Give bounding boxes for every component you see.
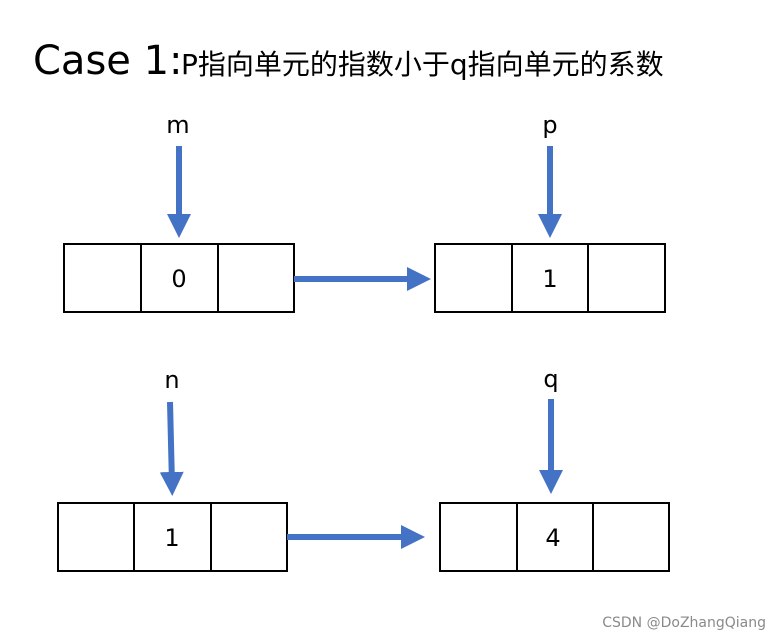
node-p: 1 — [434, 243, 666, 313]
node-q-cell-right — [592, 502, 670, 572]
node-m-cell-right — [217, 243, 295, 313]
pointer-q-label: q — [543, 365, 558, 393]
watermark: CSDN @DoZhangQiang — [602, 615, 766, 631]
pointer-p: p — [538, 111, 562, 238]
node-p-cell-middle — [511, 243, 589, 313]
node-q: 4 — [439, 502, 670, 572]
node-m-value: 0 — [171, 265, 186, 293]
node-n-value: 1 — [164, 524, 179, 552]
title-description: P指向单元的指数小于q指向单元的系数 — [181, 48, 664, 81]
pointer-m: m — [166, 111, 191, 238]
title: Case 1: P指向单元的指数小于q指向单元的系数 — [33, 38, 664, 84]
pointer-n-label: n — [164, 366, 179, 394]
node-q-cell-left — [439, 502, 518, 572]
pointer-q: q — [539, 365, 563, 494]
node-q-value: 4 — [545, 524, 560, 552]
node-n-cell-middle — [133, 502, 212, 572]
pointer-p-label: p — [542, 111, 557, 139]
node-m-cell-left — [63, 243, 142, 313]
pointer-n-arrow — [159, 401, 184, 496]
title-case-label: Case 1: — [33, 38, 183, 84]
node-m: 0 — [63, 243, 295, 313]
pointer-m-label: m — [166, 111, 189, 139]
node-p-cell-left — [434, 243, 513, 313]
node-p-cell-right — [587, 243, 666, 313]
pointer-n: n — [159, 366, 184, 496]
node-p-value: 1 — [542, 265, 557, 293]
node-n-cell-left — [57, 502, 135, 572]
node-n: 1 — [57, 502, 288, 572]
node-n-cell-right — [210, 502, 288, 572]
